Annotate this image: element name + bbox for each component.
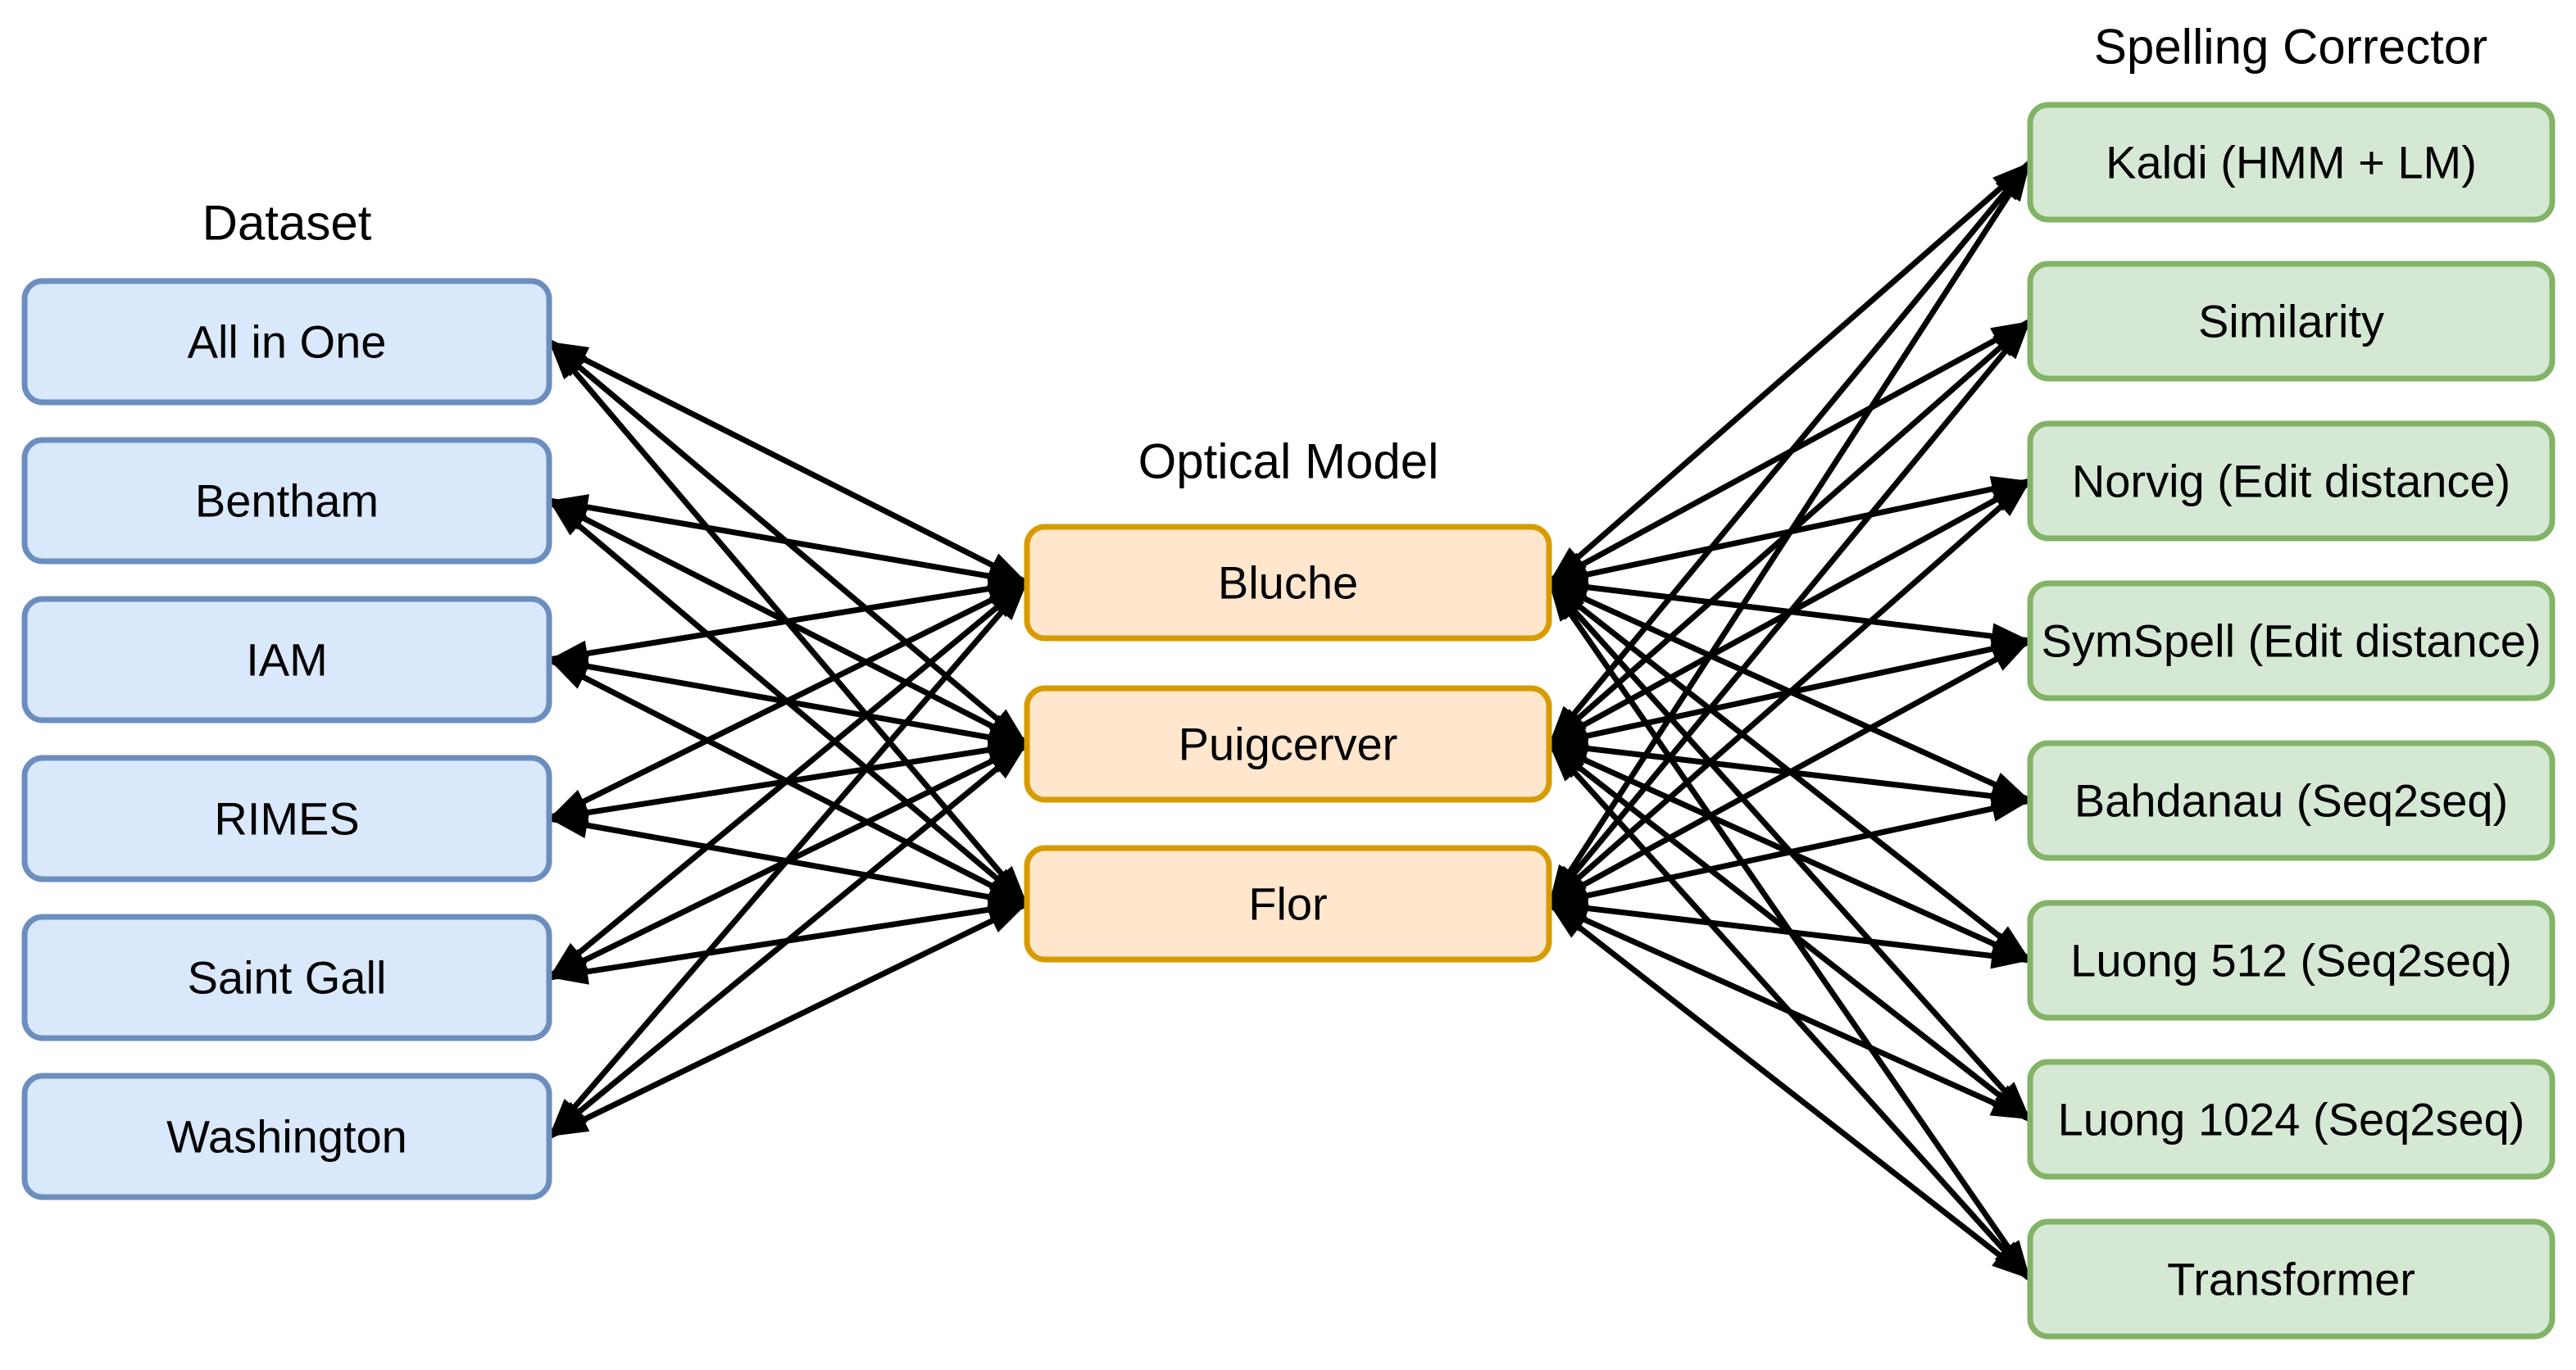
node-label: Kaldi (HMM + LM)	[2106, 137, 2477, 188]
node-box	[1024, 685, 1552, 803]
node-label: Bentham	[195, 475, 379, 527]
node-box	[2027, 1218, 2556, 1340]
node-label: Similarity	[2198, 296, 2384, 347]
node-label: Luong 512 (Seq2seq)	[2070, 935, 2512, 987]
node-box	[2027, 900, 2556, 1021]
node-label: Bahdanau (Seq2seq)	[2074, 775, 2508, 827]
node-bentham: Bentham	[21, 437, 552, 565]
node-all-in-one: All in One	[21, 278, 552, 406]
edge-flor-transformer	[1547, 901, 2033, 1282]
node-box	[2027, 580, 2556, 701]
node-label: Norvig (Edit distance)	[2072, 456, 2510, 507]
node-label: RIMES	[214, 793, 359, 845]
node-box	[2027, 420, 2556, 542]
node-symspell-edit-distance: SymSpell (Edit distance)	[2027, 580, 2556, 701]
node-box	[2027, 102, 2556, 223]
column-title-spelling-corrector: Spelling Corrector	[2094, 20, 2487, 75]
node-box	[21, 914, 552, 1041]
node-box	[21, 596, 552, 724]
edges-layer	[547, 160, 2033, 1282]
node-washington: Washington	[21, 1073, 552, 1200]
node-bahdanau-seq2seq: Bahdanau (Seq2seq)	[2027, 740, 2556, 861]
node-box	[1024, 524, 1552, 642]
node-label: Flor	[1248, 878, 1327, 930]
node-luong-1024-seq2seq: Luong 1024 (Seq2seq)	[2027, 1059, 2556, 1180]
node-box	[21, 755, 552, 882]
node-transformer: Transformer	[2027, 1218, 2556, 1340]
node-box	[21, 437, 552, 565]
node-label: Puigcerver	[1179, 719, 1398, 770]
node-norvig-edit-distance: Norvig (Edit distance)	[2027, 420, 2556, 542]
column-title-optical-model: Optical Model	[1138, 434, 1439, 489]
node-label: Transformer	[2167, 1254, 2415, 1305]
node-label: Washington	[166, 1111, 407, 1163]
node-luong-512-seq2seq: Luong 512 (Seq2seq)	[2027, 900, 2556, 1021]
node-label: Bluche	[1218, 557, 1358, 609]
node-box	[2027, 740, 2556, 861]
edge-flor-luong-512-seq2seq	[1548, 895, 2031, 969]
node-box	[1024, 845, 1552, 963]
node-saint-gall: Saint Gall	[21, 914, 552, 1041]
node-flor: Flor	[1024, 845, 1552, 963]
node-puigcerver: Puigcerver	[1024, 685, 1552, 803]
node-iam: IAM	[21, 596, 552, 724]
node-box	[21, 1073, 552, 1200]
node-label: Saint Gall	[188, 952, 387, 1004]
node-kaldi-hmm-lm: Kaldi (HMM + LM)	[2027, 102, 2556, 223]
column-title-dataset: Dataset	[202, 196, 372, 251]
node-bluche: Bluche	[1024, 524, 1552, 642]
node-similarity: Similarity	[2027, 261, 2556, 382]
node-label: IAM	[246, 634, 328, 686]
node-rimes: RIMES	[21, 755, 552, 882]
edge-flor-luong-1024-seq2seq	[1547, 900, 2032, 1123]
node-label: All in One	[188, 316, 387, 368]
edge-flor-bahdanau-seq2seq	[1548, 796, 2031, 909]
node-label: SymSpell (Edit distance)	[2041, 615, 2541, 667]
edge-washington-flor	[547, 900, 1029, 1140]
node-label: Luong 1024 (Seq2seq)	[2058, 1094, 2525, 1145]
edge-bentham-bluche	[548, 494, 1028, 589]
node-box	[2027, 1059, 2556, 1180]
node-box	[21, 278, 552, 406]
edge-washington-bluche	[547, 580, 1029, 1139]
node-box	[2027, 261, 2556, 382]
